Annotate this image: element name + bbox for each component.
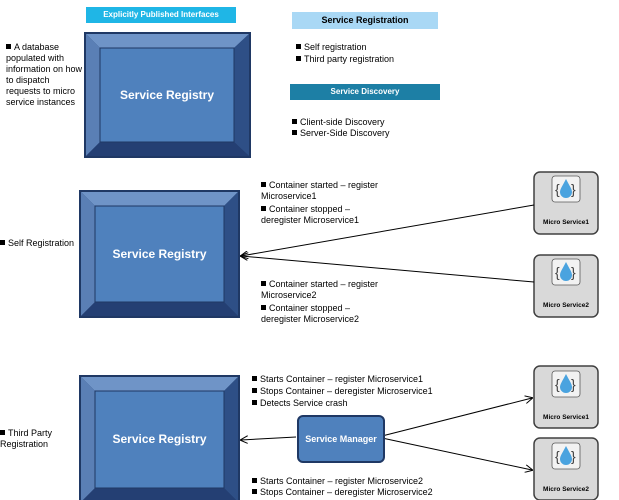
restful-icon: { } bbox=[551, 175, 581, 203]
registry-shape-2 bbox=[79, 190, 240, 318]
svg-text:{: { bbox=[555, 181, 560, 197]
micro-service2-label: Micro Service2 bbox=[543, 486, 589, 493]
bullet-icon bbox=[296, 44, 301, 49]
micro-service1-label: Micro Service1 bbox=[543, 414, 589, 421]
note-starts-ms1: Starts Container – register Microservice… bbox=[252, 374, 423, 385]
service-registry-label-2: Service Registry bbox=[112, 247, 207, 261]
registry-shape-3 bbox=[79, 375, 240, 500]
arrow-manager-to-ms1 bbox=[381, 398, 532, 437]
service-discovery-item: Client-side Discovery bbox=[292, 117, 385, 128]
note-starts-ms2: Starts Container – register Microservice… bbox=[252, 476, 423, 487]
bullet-icon bbox=[252, 489, 257, 494]
bullet-icon bbox=[252, 400, 257, 405]
micro-service2-label: Micro Service2 bbox=[543, 302, 589, 309]
service-registry-label-3: Service Registry bbox=[112, 432, 207, 446]
note-stops-ms1: Stops Container – deregister Microservic… bbox=[252, 386, 433, 397]
bullet-icon bbox=[296, 56, 301, 61]
bullet-icon bbox=[292, 130, 297, 135]
note-ms1-started: Container started – register Microservic… bbox=[261, 180, 379, 201]
svg-text:{: { bbox=[555, 376, 560, 392]
database-description: A database populated with information on… bbox=[6, 42, 86, 108]
note-stops-ms2: Stops Container – deregister Microservic… bbox=[252, 487, 433, 498]
bullet-icon bbox=[0, 240, 5, 245]
bullet-icon bbox=[261, 206, 266, 211]
restful-icon: { } bbox=[551, 370, 581, 398]
restful-icon: { } bbox=[551, 258, 581, 286]
arrow-manager-to-ms2 bbox=[381, 437, 532, 470]
bullet-icon bbox=[292, 119, 297, 124]
svg-text:}: } bbox=[571, 181, 576, 197]
bullet-icon bbox=[252, 376, 257, 381]
svg-text:}: } bbox=[571, 376, 576, 392]
description-text: A database populated with information on… bbox=[6, 42, 83, 107]
note-ms1-stopped: Container stopped – deregister Microserv… bbox=[261, 204, 360, 225]
bullet-icon bbox=[0, 430, 5, 435]
bullet-icon bbox=[252, 388, 257, 393]
svg-text:{: { bbox=[555, 264, 560, 280]
note-ms2-started: Container started – register Microservic… bbox=[261, 279, 379, 300]
micro-service1-label: Micro Service1 bbox=[543, 219, 589, 226]
service-manager-box: Service Manager bbox=[297, 415, 385, 463]
arrow-ms2-to-registry bbox=[241, 256, 535, 283]
bullet-icon bbox=[261, 281, 266, 286]
svg-text:}: } bbox=[571, 448, 576, 464]
bullet-icon bbox=[261, 305, 266, 310]
service-discovery-item: Server-Side Discovery bbox=[292, 128, 390, 139]
microservice-box-s2-1 bbox=[533, 171, 599, 235]
explicitly-published-interfaces-banner: Explicitly Published Interfaces bbox=[86, 7, 236, 23]
bullet-icon bbox=[6, 44, 11, 49]
arrow-manager-to-registry bbox=[241, 437, 297, 440]
note-detects-crash: Detects Service crash bbox=[252, 398, 348, 409]
service-registration-item: Self registration bbox=[296, 42, 367, 53]
bullet-icon bbox=[252, 478, 257, 483]
registry-shape-1 bbox=[84, 32, 251, 158]
restful-icon: { } bbox=[551, 442, 581, 470]
note-ms2-stopped: Container stopped – deregister Microserv… bbox=[261, 303, 360, 324]
service-discovery-banner: Service Discovery bbox=[290, 84, 440, 100]
third-party-registration-label: Third Party Registration bbox=[0, 428, 53, 449]
service-registry-label-1: Service Registry bbox=[119, 88, 215, 102]
self-registration-label: Self Registration bbox=[0, 238, 74, 249]
svg-text:{: { bbox=[555, 448, 560, 464]
arrow-ms1-to-registry bbox=[241, 204, 535, 256]
microservice-box-s2-2 bbox=[533, 254, 599, 318]
svg-text:}: } bbox=[571, 264, 576, 280]
bullet-icon bbox=[261, 182, 266, 187]
service-registration-banner: Service Registration bbox=[292, 12, 438, 29]
service-registration-item: Third party registration bbox=[296, 54, 394, 65]
